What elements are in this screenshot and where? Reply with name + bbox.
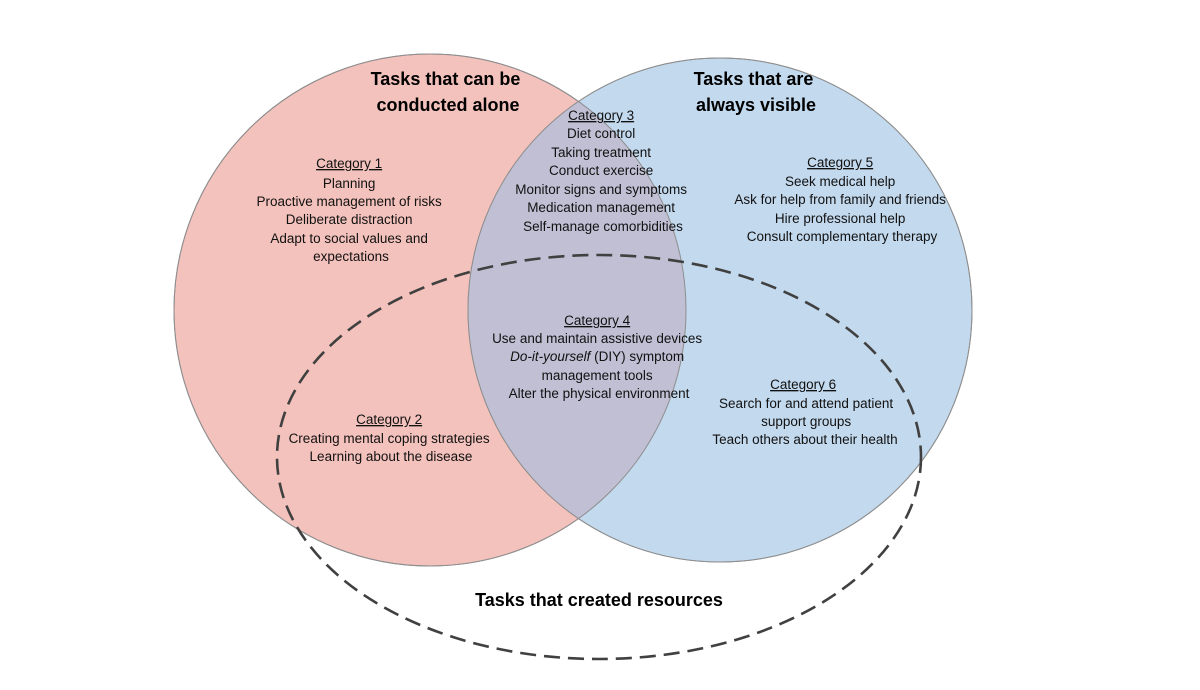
category-5-item: Consult complementary therapy <box>747 229 938 244</box>
category-5: Category 5 Seek medical help Ask for hel… <box>734 155 949 244</box>
category-6-item: support groups <box>761 414 851 429</box>
category-2-title: Category 2 <box>356 412 422 427</box>
set-visible-heading-line-1: Tasks that are <box>694 69 814 89</box>
category-1-item: expectations <box>313 249 389 264</box>
set-visible-heading-line-2: always visible <box>696 95 816 115</box>
category-3-item: Taking treatment <box>551 145 651 160</box>
category-4-item: Use and maintain assistive devices <box>492 331 702 346</box>
category-3-item: Medication management <box>527 200 675 215</box>
category-4-item: Alter the physical environment <box>509 386 690 401</box>
set-alone-heading-line-1: Tasks that can be <box>371 69 521 89</box>
set-alone-outline <box>173 53 687 567</box>
category-4-diy-rest: (DIY) symptom <box>590 349 684 364</box>
set-overlap-region <box>468 58 686 562</box>
category-4: Category 4 Use and maintain assistive de… <box>492 313 706 401</box>
set-alone-heading: Tasks that can be conducted alone <box>371 69 526 115</box>
set-visible-outline <box>467 57 973 563</box>
set-alone-heading-line-2: conducted alone <box>376 95 519 115</box>
category-3-title: Category 3 <box>568 108 634 123</box>
category-2-item: Learning about the disease <box>310 449 473 464</box>
category-1: Category 1 Planning Proactive management… <box>256 156 445 264</box>
category-5-item: Hire professional help <box>775 211 906 226</box>
category-4-diy-italic: Do-it-yourself <box>510 349 592 364</box>
category-5-item: Ask for help from family and friends <box>734 192 946 207</box>
category-6-item: Teach others about their health <box>712 432 897 447</box>
category-5-title: Category 5 <box>807 155 873 170</box>
category-6: Category 6 Search for and attend patient… <box>712 377 897 447</box>
category-4-item: management tools <box>542 368 653 383</box>
category-1-item: Planning <box>323 176 376 191</box>
category-6-item: Search for and attend patient <box>719 396 893 411</box>
category-1-item: Deliberate distraction <box>286 212 413 227</box>
category-3-item: Monitor signs and symptoms <box>515 182 687 197</box>
category-6-title: Category 6 <box>770 377 836 392</box>
set-resources-ellipse <box>275 253 923 661</box>
set-resources-heading: Tasks that created resources <box>475 590 723 610</box>
category-3-item: Self-manage comorbidities <box>523 219 683 234</box>
category-3-item: Conduct exercise <box>549 163 653 178</box>
category-1-title: Category 1 <box>316 156 382 171</box>
category-2-item: Creating mental coping strategies <box>289 431 490 446</box>
category-3: Category 3 Diet control Taking treatment… <box>515 108 691 234</box>
category-1-item: Adapt to social values and <box>270 231 428 246</box>
category-4-title: Category 4 <box>564 313 631 328</box>
category-4-diy-line: Do-it-yourself (DIY) symptom <box>510 349 684 364</box>
set-visible-heading: Tasks that are always visible <box>694 69 819 115</box>
category-5-item: Seek medical help <box>785 174 895 189</box>
category-3-item: Diet control <box>567 126 635 141</box>
category-1-item: Proactive management of risks <box>256 194 442 209</box>
category-2: Category 2 Creating mental coping strate… <box>289 412 494 464</box>
